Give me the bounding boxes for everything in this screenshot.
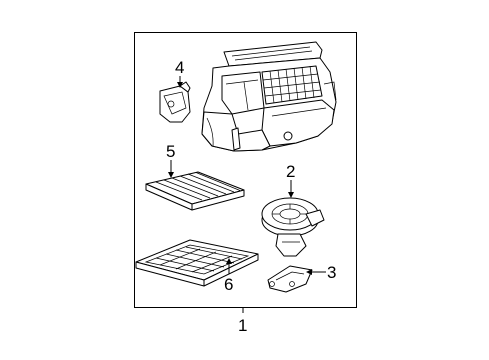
blower-housing-assembly (201, 41, 337, 152)
callout-4: 4 (175, 58, 184, 77)
part-4-actuator (159, 81, 191, 123)
part-2-blower-motor (261, 197, 325, 257)
arrow-head-6 (226, 258, 232, 264)
callout-5: 5 (166, 142, 175, 161)
callout-1: 1 (238, 316, 247, 335)
diagram-frame (134, 32, 357, 308)
part-6-filter-frame (135, 239, 259, 287)
part-5-filter (145, 171, 245, 211)
part-3-resistor (267, 265, 313, 293)
arrow-head-5 (168, 172, 174, 178)
callout-3: 3 (327, 263, 336, 282)
callout-2: 2 (286, 162, 295, 181)
arrow-head-2 (288, 192, 294, 198)
arrow-head-4 (177, 82, 183, 88)
arrow-head-3 (306, 269, 312, 275)
callout-6: 6 (224, 275, 233, 294)
